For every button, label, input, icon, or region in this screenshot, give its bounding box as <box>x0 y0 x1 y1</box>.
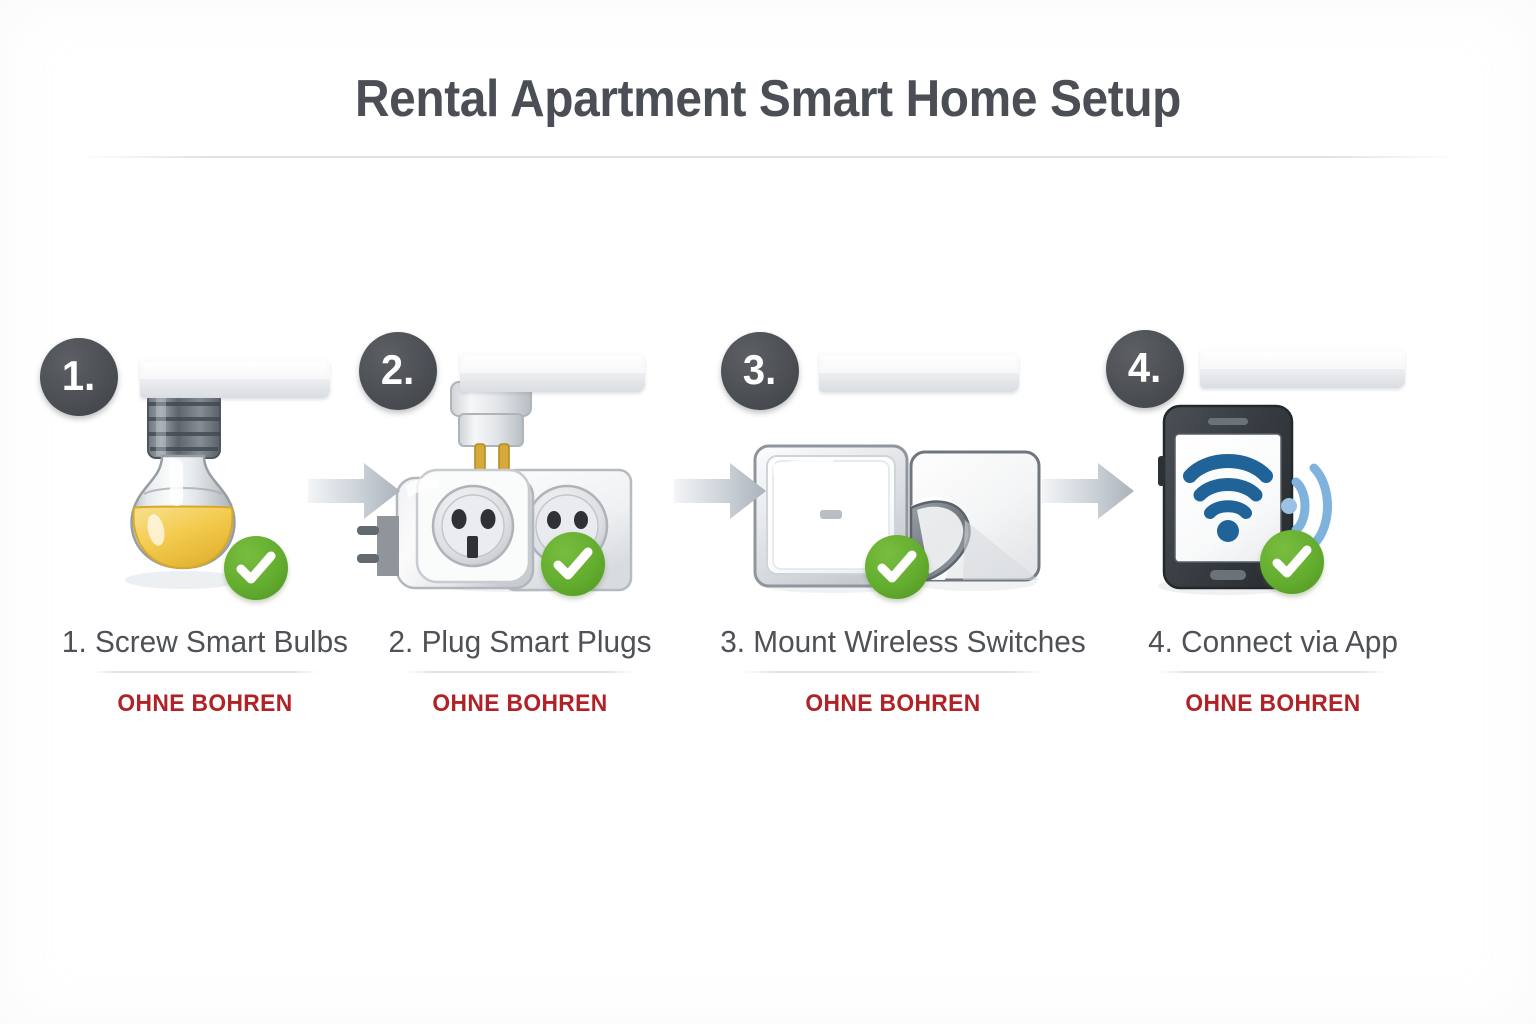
title-area: Rental Apartment Smart Home Setup <box>0 72 1536 127</box>
step-4-caption-divider <box>1160 671 1386 674</box>
step-3-badge: 3. <box>721 332 799 410</box>
step-4-illustration: 4. <box>1100 330 1460 610</box>
step-1-check-icon <box>224 536 288 600</box>
step-2[interactable]: 2. 2. Plug Smart Plugs OHNE BOHREN <box>355 330 685 750</box>
arrow-step-3-to-4 <box>1042 463 1134 519</box>
smart-bulb-icon <box>125 391 241 589</box>
arrow-step-2-to-3 <box>674 463 766 519</box>
step-3-check-icon <box>865 535 929 599</box>
step-4-badge: 4. <box>1106 330 1184 408</box>
step-3-illustration: 3. <box>713 330 1073 610</box>
step-2-check-icon <box>541 532 605 596</box>
wireless-switch-adhesive-pad-icon <box>753 444 1041 593</box>
step-3-caption-note: OHNE BOHREN <box>805 690 981 718</box>
step-4-check-icon <box>1260 530 1324 594</box>
step-2-badge: 2. <box>359 332 437 410</box>
step-4-caption: 4. Connect via App OHNE BOHREN <box>1108 624 1438 718</box>
step-1-caption: 1. Screw Smart Bulbs OHNE BOHREN <box>40 624 370 718</box>
wall-rail-bar-3 <box>819 352 1019 392</box>
step-1-caption-title: 1. Screw Smart Bulbs <box>61 624 349 659</box>
step-1-caption-note: OHNE BOHREN <box>117 690 293 718</box>
steps-row: 1. 1. Screw Smart Bulbs OHNE BOHREN <box>0 330 1536 750</box>
smart-plug-socket-icon <box>357 381 633 592</box>
step-2-illustration: 2. <box>355 330 685 610</box>
title-divider <box>78 156 1458 158</box>
arrow-step-1-to-2 <box>308 463 400 519</box>
step-2-caption: 2. Plug Smart Plugs OHNE BOHREN <box>355 624 685 718</box>
step-2-caption-title: 2. Plug Smart Plugs <box>388 624 652 659</box>
page-title: Rental Apartment Smart Home Setup <box>354 70 1182 128</box>
step-1-badge: 1. <box>40 338 118 416</box>
ceiling-fixture-bar <box>140 358 330 398</box>
step-2-caption-note: OHNE BOHREN <box>432 690 608 718</box>
step-4[interactable]: 4. 4. Connect via App OHNE BOHREN <box>1100 330 1460 750</box>
wall-rail-bar-4 <box>1200 348 1405 388</box>
step-4-caption-title: 4. Connect via App <box>1148 624 1398 659</box>
step-4-caption-note: OHNE BOHREN <box>1185 690 1361 718</box>
step-2-caption-divider <box>407 671 633 674</box>
smartphone-wifi-icon <box>1158 404 1332 595</box>
wall-rail-bar-2 <box>460 352 645 392</box>
step-1-illustration: 1. <box>40 330 370 610</box>
step-3-caption: 3. Mount Wireless Switches OHNE BOHREN <box>713 624 1086 718</box>
step-3[interactable]: 3. 3. Mount Wireless Switches OHNE BOHRE… <box>713 330 1086 750</box>
step-1[interactable]: 1. 1. Screw Smart Bulbs OHNE BOHREN <box>40 330 370 750</box>
step-3-caption-divider <box>743 671 1043 674</box>
step-1-caption-divider <box>92 671 318 674</box>
step-3-caption-title: 3. Mount Wireless Switches <box>720 624 1086 659</box>
